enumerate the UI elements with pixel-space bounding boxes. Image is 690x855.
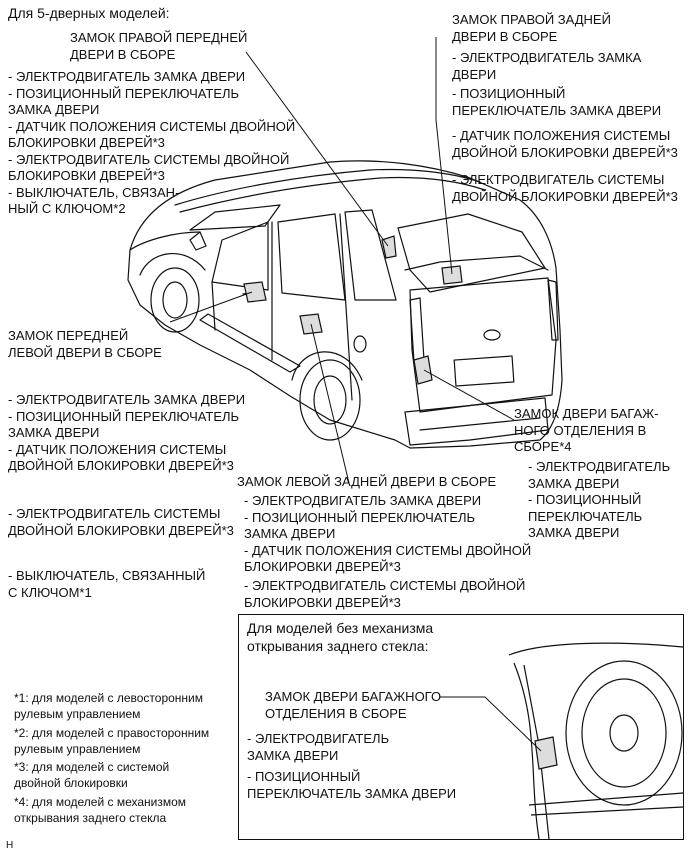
inset-leader	[439, 696, 542, 752]
footnote-4: *4: для моделей с механизмом открывания …	[14, 795, 187, 825]
rear-right-lock-title: ЗАМОК ПРАВОЙ ЗАДНЕЙ ДВЕРИ В СБОРЕ	[452, 12, 611, 44]
rear-door-window	[277, 213, 346, 301]
front-left-lock-title: ЗАМОК ПЕРЕДНЕЙ ЛЕВОЙ ДВЕРИ В СБОРЕ	[8, 328, 162, 360]
tailgate-lock-part	[413, 355, 433, 385]
rear-left-lock-item-2: - ЭЛЕКТРОДВИГАТЕЛЬ СИСТЕМЫ ДВОЙНОЙ БЛОКИ…	[244, 578, 526, 610]
inset-lock-title: ЗАМОК ДВЕРИ БАГАЖНОГО ОТДЕЛЕНИЯ В СБОРЕ	[265, 689, 442, 721]
front-right-lock-items: - ЭЛЕКТРОДВИГАТЕЛЬ ЗАМКА ДВЕРИ - ПОЗИЦИО…	[8, 69, 296, 216]
front-left-lock-item-1: - ЭЛЕКТРОДВИГАТЕЛЬ ЗАМКА ДВЕРИ - ПОЗИЦИО…	[8, 392, 246, 473]
rear-right-lock-part	[441, 265, 463, 285]
rear-wheel	[299, 359, 361, 441]
leader-front-left	[169, 291, 253, 323]
inset-lock-item-2: - ПОЗИЦИОННЫЙ ПЕРЕКЛЮЧАТЕЛЬ ЗАМКА ДВЕРИ	[247, 769, 457, 801]
rear-left-lock-item-1: - ЭЛЕКТРОДВИГАТЕЛЬ ЗАМКА ДВЕРИ - ПОЗИЦИО…	[244, 493, 532, 574]
figure-code: H	[6, 840, 14, 851]
front-left-lock-part	[243, 281, 267, 303]
rear-right-lock-item-4: - ЭЛЕКТРОДВИГАТЕЛЬ СИСТЕМЫ ДВОЙНОЙ БЛОКИ…	[452, 172, 678, 204]
footnote-1: *1: для моделей с левосторонним рулевым …	[14, 691, 204, 721]
tailgate-lock-items: - ЭЛЕКТРОДВИГАТЕЛЬ ЗАМКА ДВЕРИ - ПОЗИЦИО…	[528, 459, 671, 540]
leader-front-right	[245, 51, 389, 247]
spare-tire	[565, 660, 683, 806]
side-step	[199, 313, 301, 373]
inset-tailgate-illustration	[439, 642, 683, 839]
rear-left-lock-title: ЗАМОК ЛЕВОЙ ЗАДНЕЙ ДВЕРИ В СБОРЕ	[237, 474, 497, 489]
footnote-2: *2: для моделей с правосторонним рулевым…	[14, 726, 210, 756]
tailgate-panel	[409, 277, 557, 413]
leader-tailgate	[423, 369, 515, 421]
car-body-outline	[127, 160, 563, 449]
footnote-3: *3: для моделей с системой двойной блоки…	[14, 760, 170, 790]
inset-heading: Для моделей без механизма открывания зад…	[247, 620, 434, 654]
front-door-window	[211, 221, 269, 291]
front-left-lock-item-3: - ВЫКЛЮЧАТЕЛЬ, СВЯЗАННЫЙ С КЛЮЧОМ*1	[8, 568, 206, 600]
page-heading: Для 5-дверных моделей:	[8, 5, 170, 21]
leader-rear-left	[310, 323, 350, 484]
rear-right-lock-item-1: - ЭЛЕКТРОДВИГАТЕЛЬ ЗАМКА ДВЕРИ	[452, 50, 642, 82]
front-left-lock-item-2: - ЭЛЕКТРОДВИГАТЕЛЬ СИСТЕМЫ ДВОЙНОЙ БЛОКИ…	[8, 506, 234, 538]
front-right-lock-title: ЗАМОК ПРАВОЙ ПЕРЕДНЕЙ ДВЕРИ В СБОРЕ	[70, 30, 248, 62]
inset-lock-item-1: - ЭЛЕКТРОДВИГАТЕЛЬ ЗАМКА ДВЕРИ	[247, 731, 390, 763]
side-mirror	[189, 231, 207, 251]
windshield	[189, 204, 281, 231]
rear-quarter-window	[344, 209, 397, 301]
rear-right-lock-item-2: - ПОЗИЦИОННЫЙ ПЕРЕКЛЮЧАТЕЛЬ ЗАМКА ДВЕРИ	[452, 86, 662, 118]
leader-rear-right	[435, 37, 453, 275]
inset-panel: Для моделей без механизма открывания зад…	[238, 614, 684, 840]
inset-tailgate-lock-part	[534, 736, 558, 770]
license-plate	[453, 355, 515, 387]
tailgate-lock-title: ЗАМОК ДВЕРИ БАГАЖ- НОГО ОТДЕЛЕНИЯ В СБОР…	[514, 406, 659, 454]
front-wheel	[150, 267, 200, 333]
rear-right-lock-item-3: - ДАТЧИК ПОЛОЖЕНИЯ СИСТЕМЫ ДВОЙНОЙ БЛОКИ…	[452, 128, 678, 160]
front-right-lock-part	[381, 235, 397, 259]
rear-bumper	[404, 397, 549, 446]
